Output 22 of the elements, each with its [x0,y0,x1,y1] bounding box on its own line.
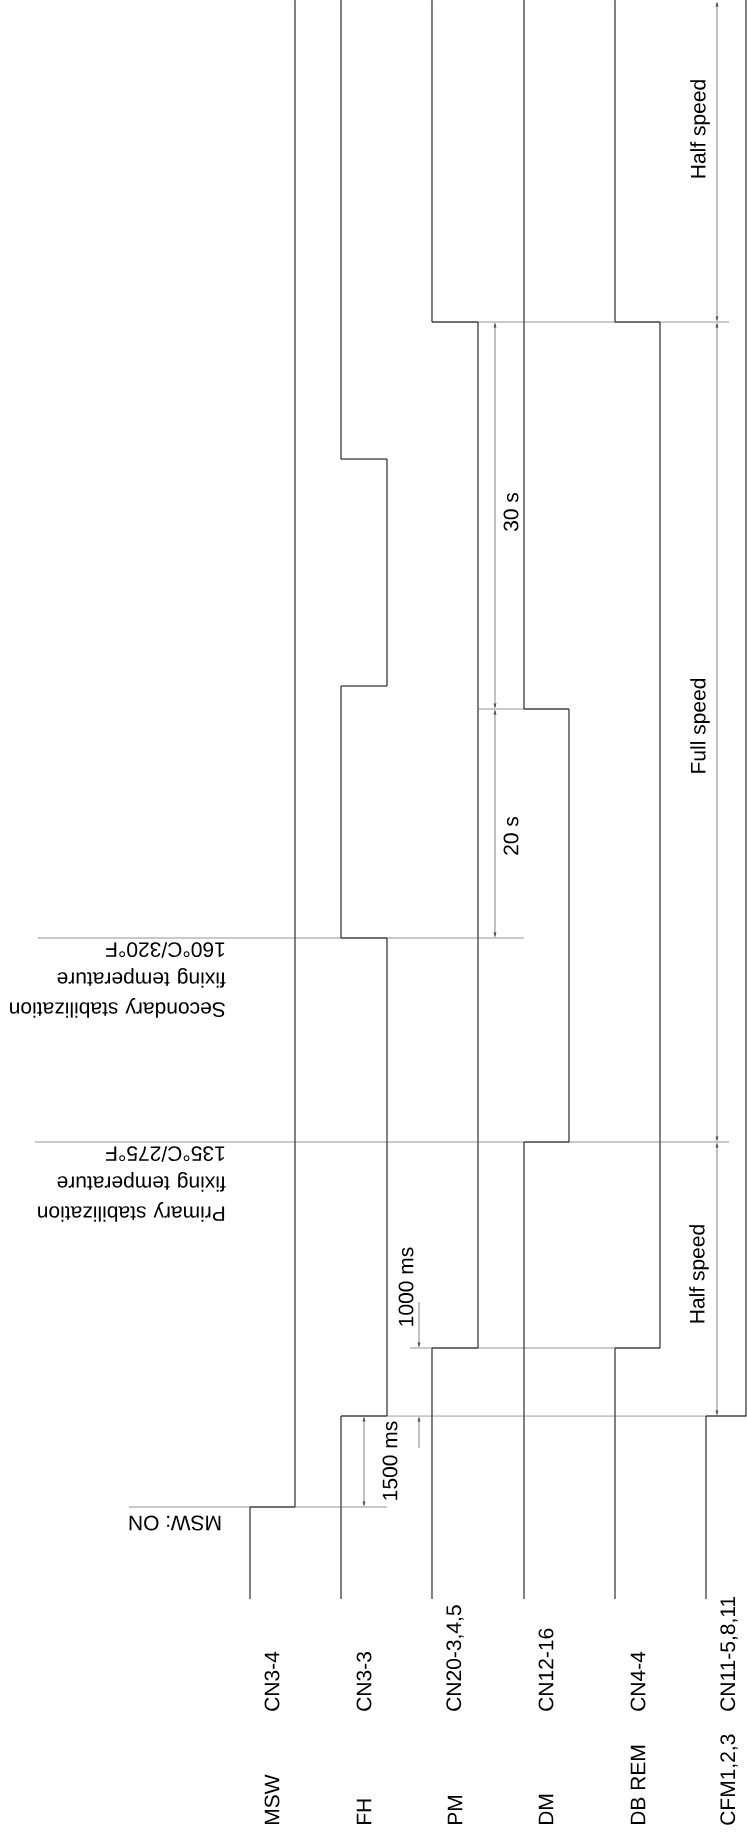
connector-name: CN11-5,8,11 [720,1596,738,1711]
speed-label: Half speed [690,80,710,178]
signal-name: DM [538,1794,554,1825]
speed-label: Full speed [690,678,710,773]
signal-name: FH [356,1799,372,1825]
signal-name: CFM1,2,3 [720,1734,738,1825]
connector-name: CN12-16 [538,1628,554,1711]
connector-name: CN3-3 [356,1652,372,1711]
event-label: MSW: ON [129,1515,221,1531]
speed-label: Half speed [689,1225,709,1323]
signal-name: DB REM [630,1745,646,1825]
connector-name: CN4-4 [630,1651,646,1711]
dimension-label: 1000 ms [398,1247,414,1326]
dimension-label: 20 s [503,816,519,855]
signal-name: MSW [264,1774,280,1825]
signal-name: PM [447,1796,463,1825]
event-label: Secondary stabilization fixing temperature 160°C/320°F [10,942,226,1018]
dimension-label: 30 s [503,492,519,532]
connector-name: CN20-3,4,5 [446,1605,464,1711]
connector-name: CN3-4 [264,1651,280,1711]
event-label: Primary stabilization fixing temperature 135°C/275°F [38,1146,226,1222]
dimension-label: 1500 ms [382,1421,398,1500]
